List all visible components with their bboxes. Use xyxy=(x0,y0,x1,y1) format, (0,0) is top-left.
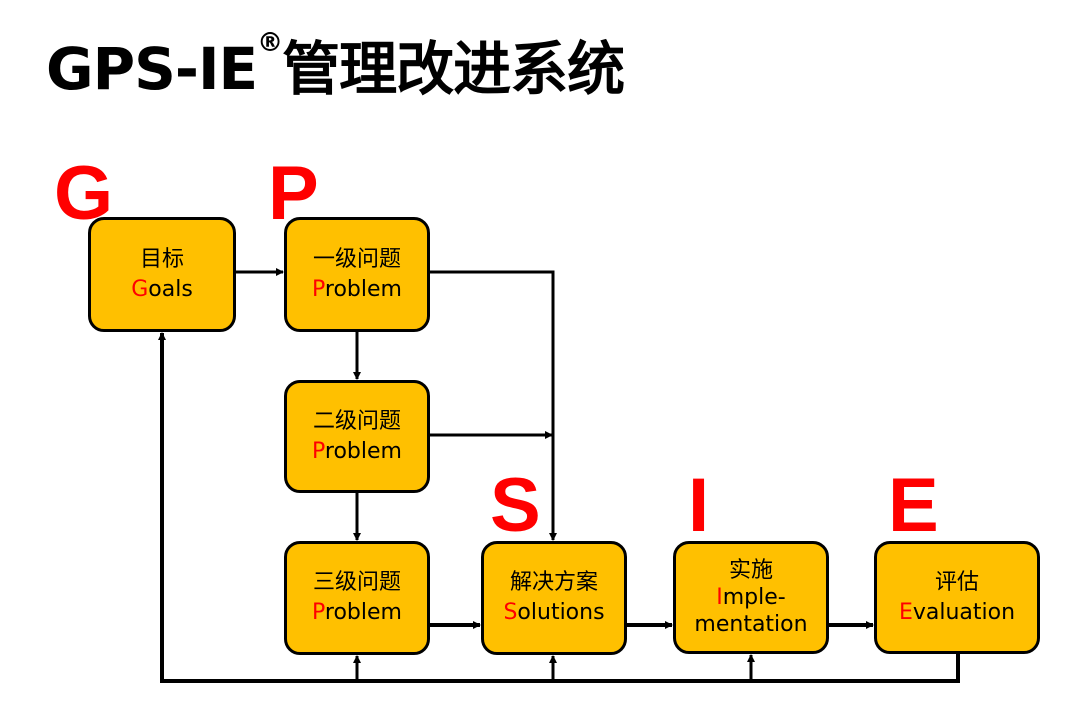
box-label-en: Problem xyxy=(312,276,402,302)
box-label-cn: 目标 xyxy=(139,246,184,272)
box-label-cn: 解决方案 xyxy=(509,570,598,595)
feedback-line xyxy=(158,332,960,683)
arrow-problem1-to-solutions xyxy=(430,270,557,541)
box-label-en: Problem xyxy=(312,438,402,464)
page-title: GPS-IE®管理改进系统 xyxy=(46,28,625,103)
box-label-en: Goals xyxy=(131,276,193,302)
box-label-cn: 一级问题 xyxy=(312,246,401,272)
box-problem-level2: 二级问题 Problem xyxy=(284,380,430,493)
box-implementation: 实施 Imple- mentation xyxy=(673,541,829,654)
letter-i: I xyxy=(688,463,710,548)
box-goals: 目标 Goals xyxy=(88,217,236,332)
box-label-cn: 评估 xyxy=(934,569,979,595)
letter-e: E xyxy=(888,463,939,548)
box-label-en: Solutions xyxy=(503,600,605,625)
box-label-en: Problem xyxy=(312,600,402,625)
box-label-cn: 三级问题 xyxy=(312,570,401,595)
box-solutions: 解决方案 Solutions xyxy=(481,541,627,655)
box-label-en: Imple- xyxy=(716,585,786,610)
box-label-cn: 二级问题 xyxy=(312,408,401,434)
box-problem-level3: 三级问题 Problem xyxy=(284,541,430,655)
box-label-en-line2: mentation xyxy=(694,612,808,637)
letter-s: S xyxy=(490,463,541,548)
box-label-cn: 实施 xyxy=(728,558,773,583)
box-evaluation: 评估 Evaluation xyxy=(874,541,1040,654)
box-problem-level1: 一级问题 Problem xyxy=(284,217,430,332)
box-label-en: Evaluation xyxy=(898,599,1016,625)
